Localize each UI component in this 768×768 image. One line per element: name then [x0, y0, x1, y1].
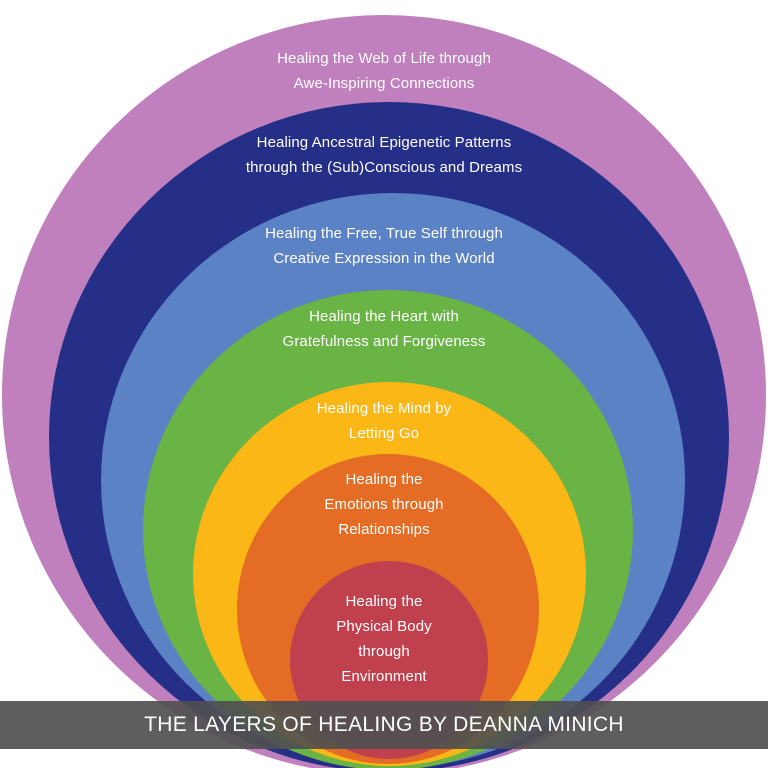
label-web-of-life: Healing the Web of Life through Awe-Insp… [0, 46, 768, 96]
label-line: Gratefulness and Forgiveness [282, 333, 486, 350]
label-line: Relationships [338, 521, 430, 538]
label-ancestral: Healing Ancestral Epigenetic Patterns th… [0, 130, 768, 180]
label-line: Environment [341, 668, 427, 685]
label-line: Physical Body [336, 618, 432, 635]
label-emotions: Healing the Emotions through Relationshi… [0, 467, 768, 542]
label-line: Emotions through [324, 496, 444, 513]
label-line: Healing the [345, 471, 423, 488]
label-line: Healing the Mind by [316, 400, 452, 417]
label-line: through the (Sub)Conscious and Dreams [245, 159, 523, 176]
label-line: Letting Go [348, 425, 420, 442]
label-line: through [358, 643, 410, 660]
label-line: Healing the Free, True Self through [265, 225, 503, 242]
title-banner: THE LAYERS OF HEALING BY DEANNA MINICH [0, 701, 768, 749]
label-mind: Healing the Mind by Letting Go [0, 396, 768, 446]
label-heart: Healing the Heart with Gratefulness and … [0, 304, 768, 354]
label-line: Creative Expression in the World [273, 250, 495, 267]
label-line: Awe-Inspiring Connections [293, 75, 475, 92]
label-line: Healing the Heart with [309, 308, 459, 325]
label-free-self: Healing the Free, True Self through Crea… [0, 221, 768, 271]
label-line: Healing the Web of Life through [277, 50, 491, 67]
label-line: Healing the [345, 593, 423, 610]
label-physical: Healing the Physical Body through Enviro… [0, 589, 768, 689]
label-line: Healing Ancestral Epigenetic Patterns [256, 134, 512, 151]
